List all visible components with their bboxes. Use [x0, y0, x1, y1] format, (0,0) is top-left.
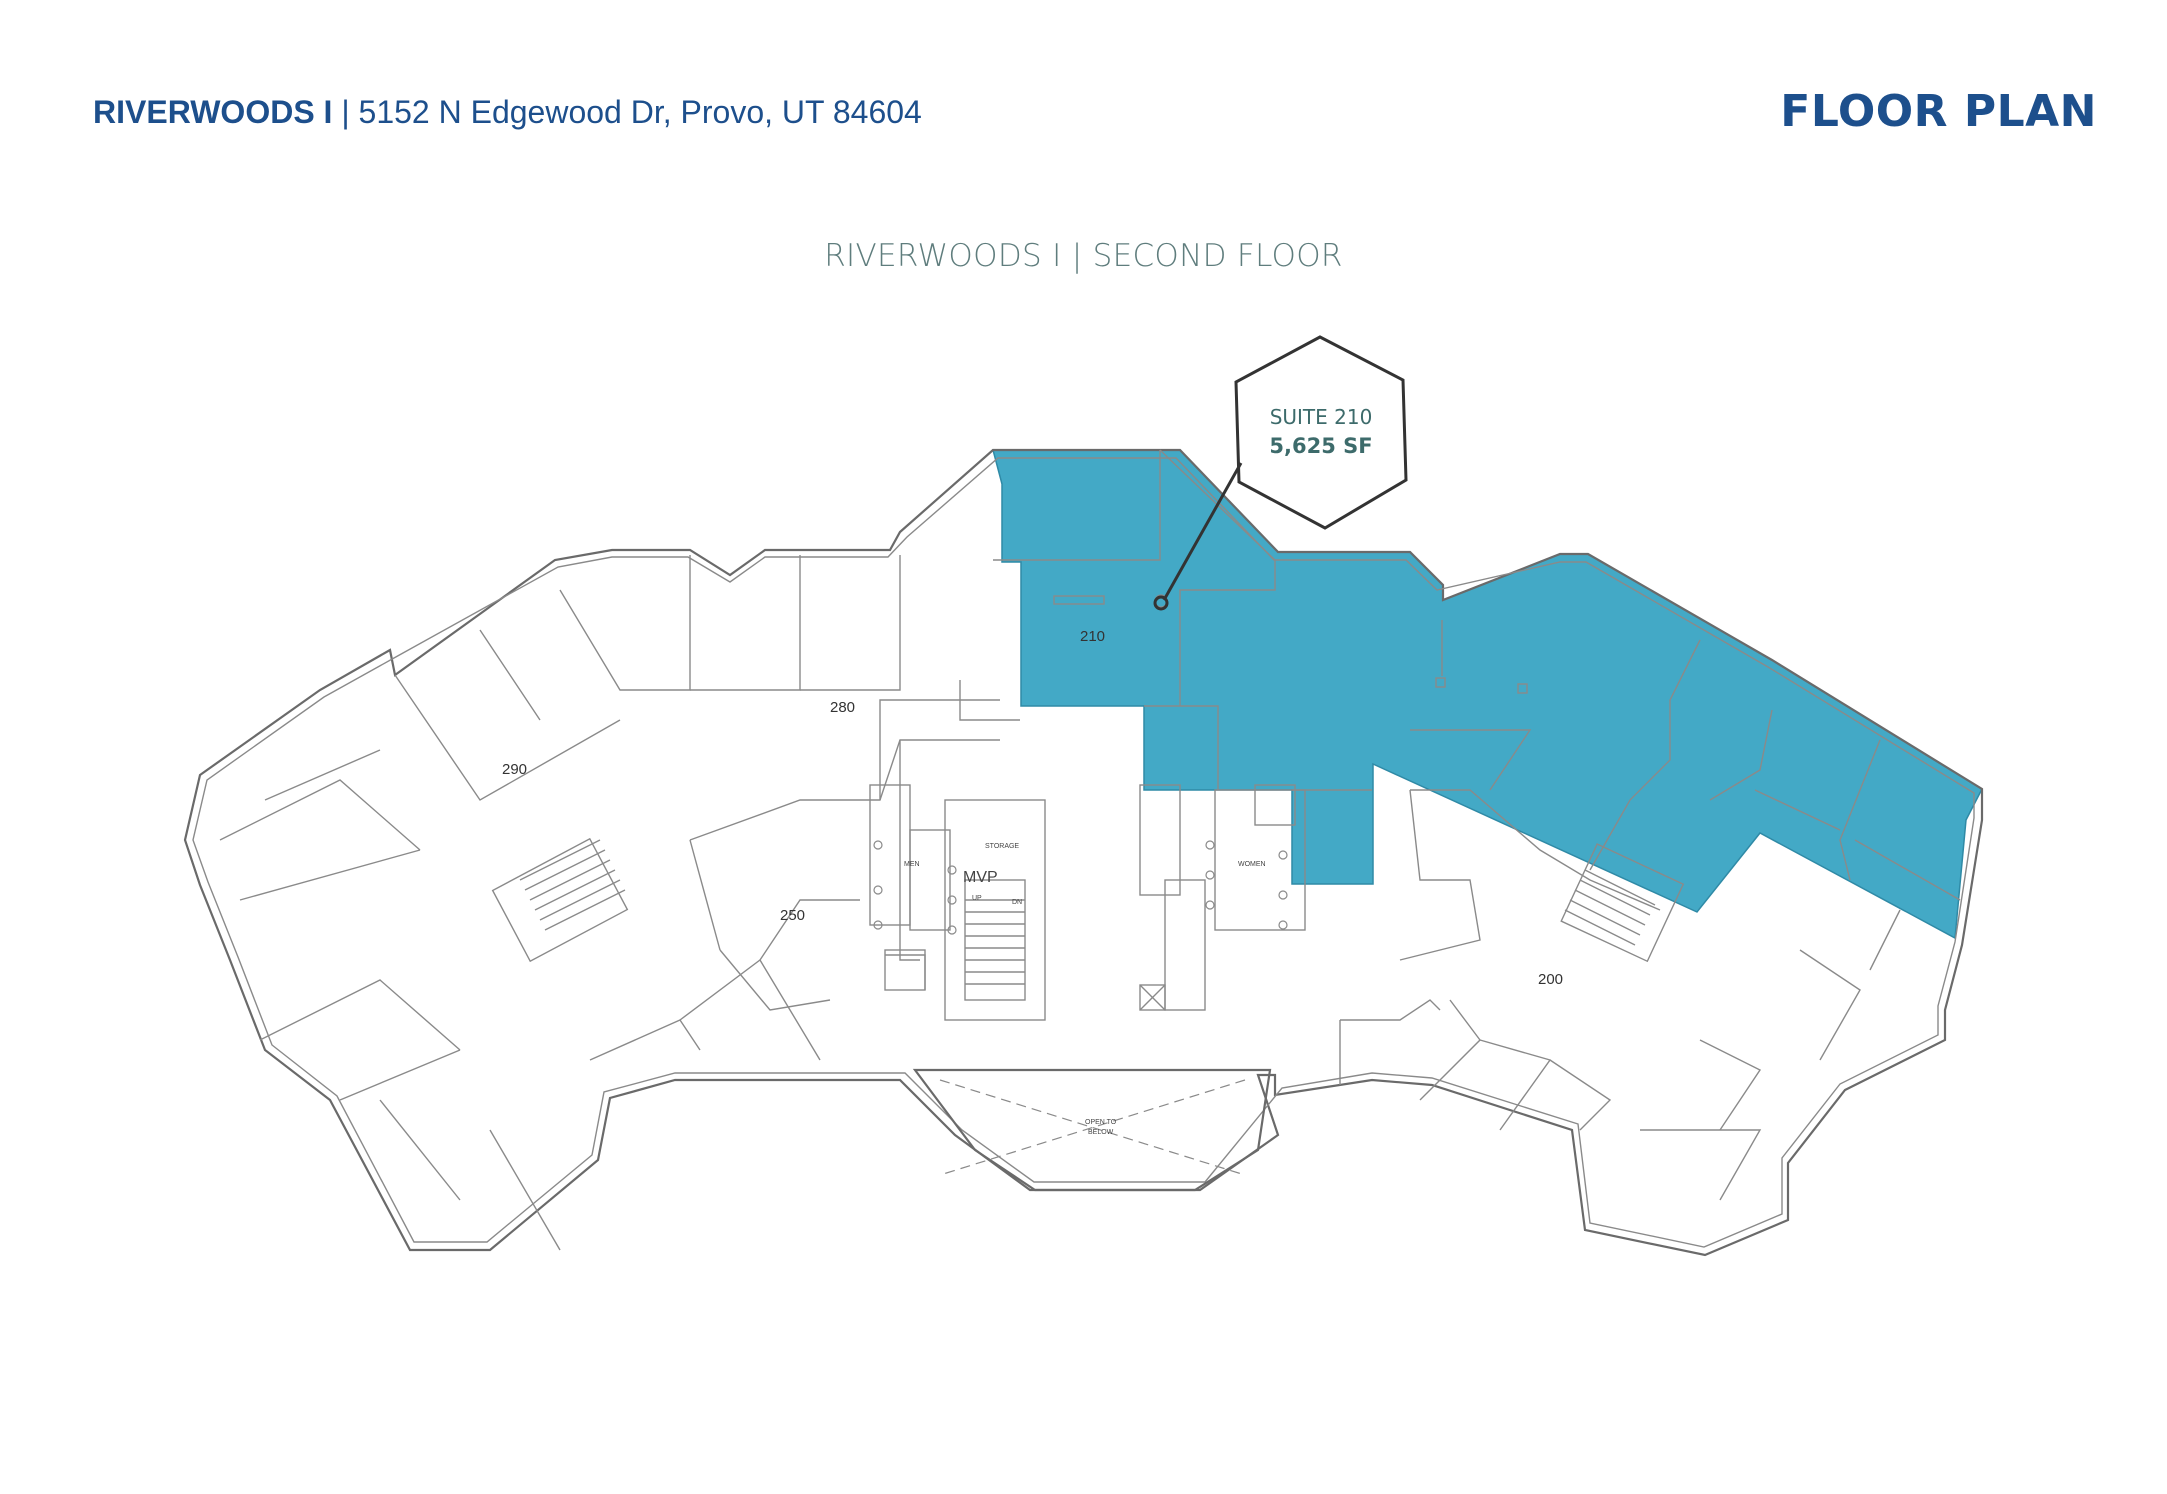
- east-stair: [1560, 843, 1685, 963]
- core-partition: [885, 954, 926, 990]
- header-separator: |: [332, 94, 359, 130]
- suite-callout-hexagon[interactable]: [1234, 335, 1408, 530]
- suite-callout[interactable]: SUITE 210 5,625 SF: [1153, 335, 1408, 611]
- men-restroom-label: MEN: [904, 861, 920, 868]
- room-290-label: 290: [502, 761, 527, 778]
- building-outline-inner: [192, 457, 1975, 1248]
- west-wing-partitions: [219, 555, 1020, 1251]
- atrium-opening: [912, 1068, 1272, 1192]
- room-250-label: 250: [780, 907, 805, 924]
- suite-callout-area: 5,625 SF: [1269, 434, 1372, 458]
- open-to-below-label-2: BELOW: [1088, 1129, 1114, 1136]
- atrium-diagonal-1: [939, 1079, 1246, 1176]
- suite-210-highlight[interactable]: [992, 449, 1983, 940]
- open-to-below-label-1: OPEN TO: [1085, 1119, 1117, 1126]
- storage-label: STORAGE: [985, 843, 1019, 850]
- room-280-label: 280: [830, 699, 855, 716]
- floor-plan-title: RIVERWOODS I | SECOND FLOOR: [824, 238, 1343, 274]
- suite-callout-anchor: [1153, 595, 1169, 611]
- document-label: FLOOR PLAN: [1780, 86, 2097, 137]
- women-restroom-label: WOMEN: [1238, 861, 1266, 868]
- room-200-label: 200: [1538, 971, 1563, 988]
- suite-callout-leader: [1162, 462, 1243, 601]
- central-core: MVP STORAGE MEN WOMEN UP DN: [869, 784, 1306, 1021]
- building-address: 5152 N Edgewood Dr, Provo, UT 84604: [358, 94, 922, 130]
- stair-down-label: DN: [1012, 899, 1022, 906]
- suite-210-partitions: [993, 449, 1961, 901]
- mvp-label: MVP: [963, 869, 998, 886]
- atrium-diagonal-2: [939, 1079, 1246, 1176]
- header-building-address: RIVERWOODS I | 5152 N Edgewood Dr, Provo…: [93, 94, 922, 131]
- west-stair: [491, 837, 629, 963]
- building-name: RIVERWOODS I: [93, 94, 333, 130]
- stair-up-label: UP: [972, 895, 982, 902]
- east-wing-partitions: [1339, 789, 1901, 1201]
- suite-callout-name: SUITE 210: [1270, 405, 1373, 429]
- room-210-label: 210: [1080, 628, 1105, 645]
